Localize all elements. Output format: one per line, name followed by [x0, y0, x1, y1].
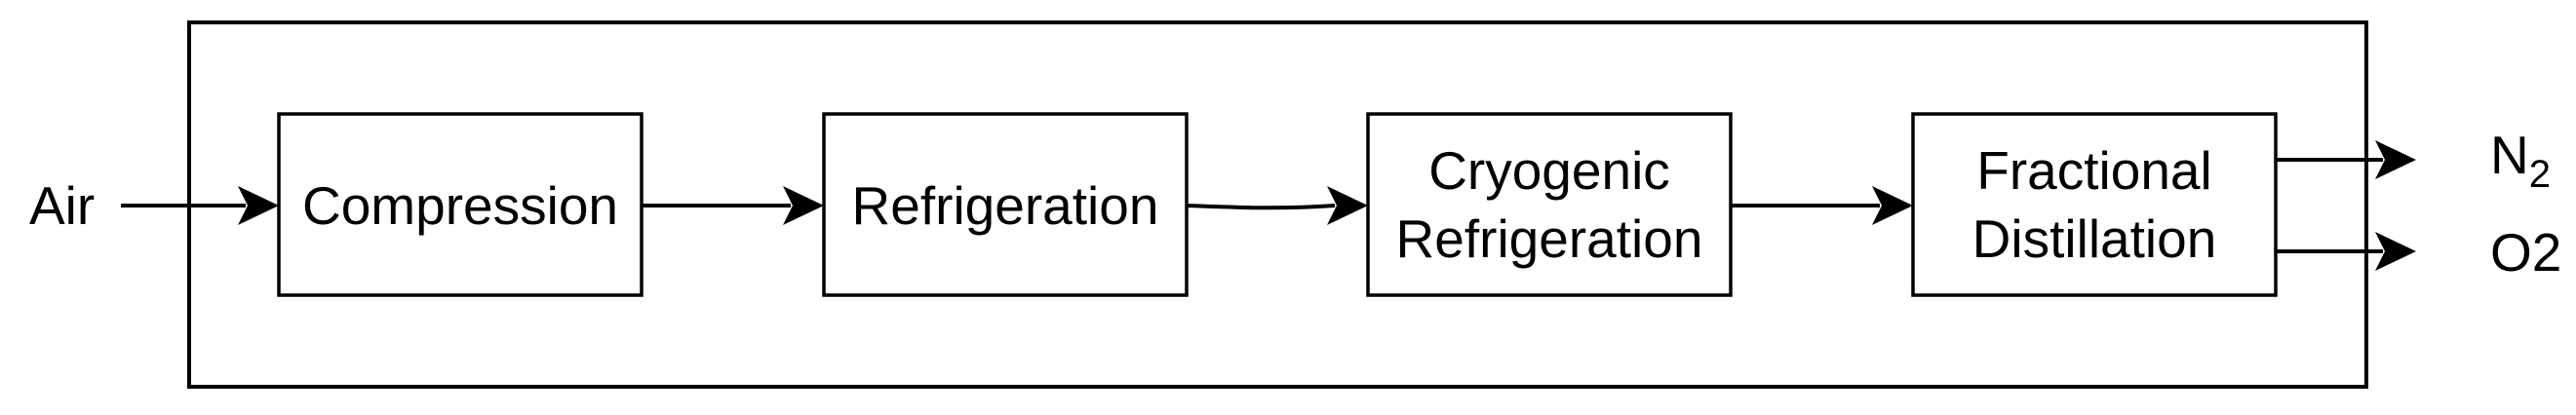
compression-box — [277, 112, 644, 297]
o2-output-label: O2 — [2490, 222, 2561, 283]
refrigeration-to-cryogenic-line — [1186, 204, 1336, 210]
compression-label: Compression — [302, 175, 618, 236]
refrigeration-label: Refrigeration — [852, 175, 1159, 236]
fractional-distillation-label-line1: Fractional — [1976, 140, 2211, 201]
fractional-distillation-label-line2: Distillation — [1972, 208, 2217, 269]
n2-subscript-text: 2 — [2529, 153, 2551, 196]
refrigeration-box — [822, 112, 1189, 297]
fractional-distillation-box — [1911, 112, 2278, 297]
n2-output-label: N2 — [2490, 125, 2551, 196]
n2-output-arrowhead — [2375, 140, 2416, 179]
cryogenic-label-line1: Cryogenic — [1428, 140, 1670, 201]
n2-base-text: N — [2490, 125, 2529, 185]
compression-to-refrigeration-arrowhead — [783, 186, 824, 225]
air-input-label: Air — [29, 175, 95, 236]
refrigeration-to-cryogenic-arrowhead — [1327, 186, 1368, 225]
air-input-arrowhead — [238, 186, 279, 225]
o2-output-arrowhead — [2375, 232, 2416, 271]
cryogenic-to-distillation-arrowhead — [1872, 186, 1913, 225]
cryogenic-label-line2: Refrigeration — [1396, 208, 1703, 269]
